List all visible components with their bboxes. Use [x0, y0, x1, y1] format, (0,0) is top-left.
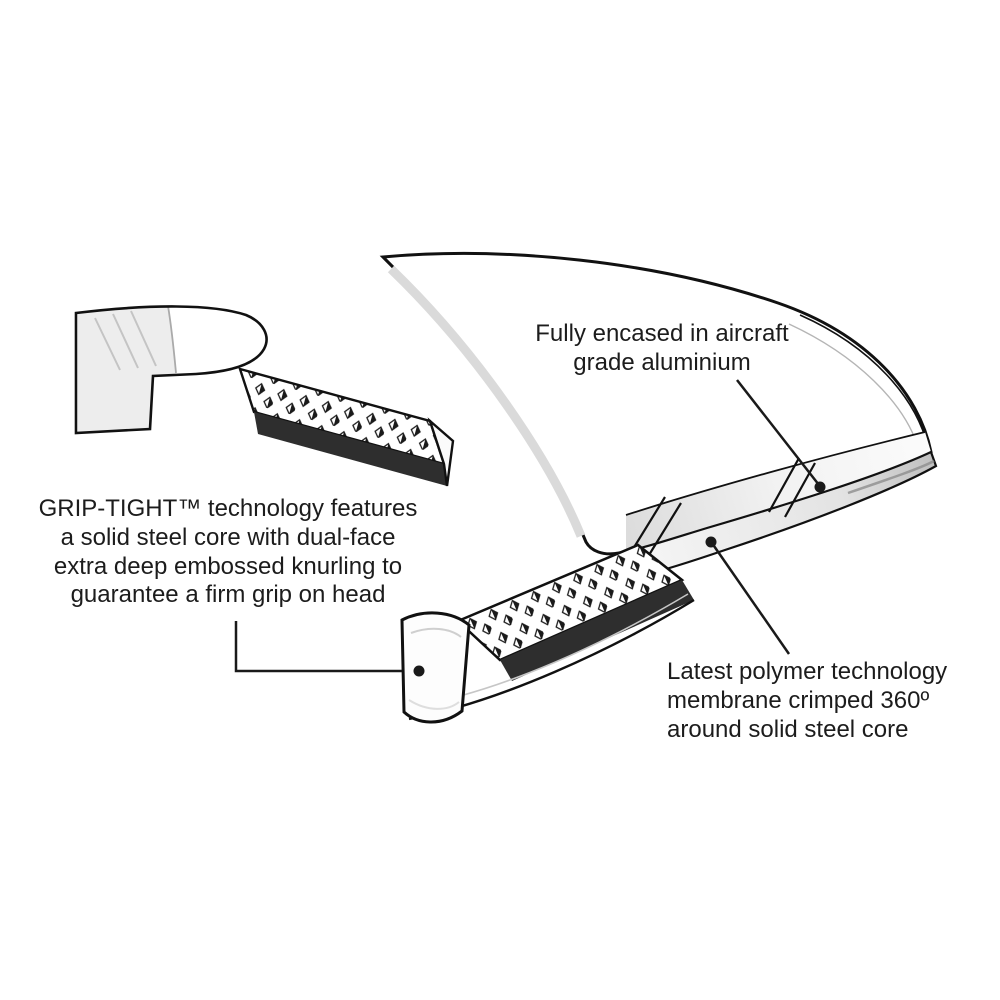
callout-dot-polymer [705, 536, 717, 548]
leader-line-aluminium [736, 379, 820, 486]
hatch-lines [94, 310, 157, 371]
core-end-face-far [427, 417, 455, 487]
callout-dot-aluminium [814, 481, 826, 493]
callout-text-aluminium: Fully encased in aircraft grade aluminiu… [535, 320, 789, 376]
far-side-section [74, 305, 455, 487]
core-shadow [500, 580, 694, 681]
cross-section-detail-bottom [408, 699, 460, 710]
leader-line-polymer [712, 545, 791, 655]
head-far-cut-shading [78, 306, 176, 432]
callout-leaders [234, 379, 820, 673]
cut-boundary-line [167, 305, 177, 374]
hoop-head-contact-line [625, 431, 926, 516]
callout-dots [413, 481, 826, 677]
head-far-edge-outline [74, 305, 268, 435]
segment-seam-left [632, 496, 682, 556]
callout-text-grip-tight: GRIP-TIGHT™ technology features a solid … [38, 495, 418, 609]
outer-lip-highlight [788, 323, 918, 445]
leader-line-grip-tight [234, 621, 402, 673]
hoop-flange [626, 432, 931, 552]
main-rim-assembly [379, 252, 938, 724]
wall-shadow-line [847, 459, 935, 495]
core-shadow-far [254, 412, 447, 486]
outer-lip-line [799, 314, 929, 448]
cross-section-detail-top [410, 627, 462, 638]
core-cross-section-face [400, 611, 471, 724]
cut-edge-shading [387, 265, 586, 538]
callout-text-polymer: Latest polymer technology membrane crimp… [667, 658, 948, 743]
callout-dot-grip-tight [413, 665, 425, 677]
